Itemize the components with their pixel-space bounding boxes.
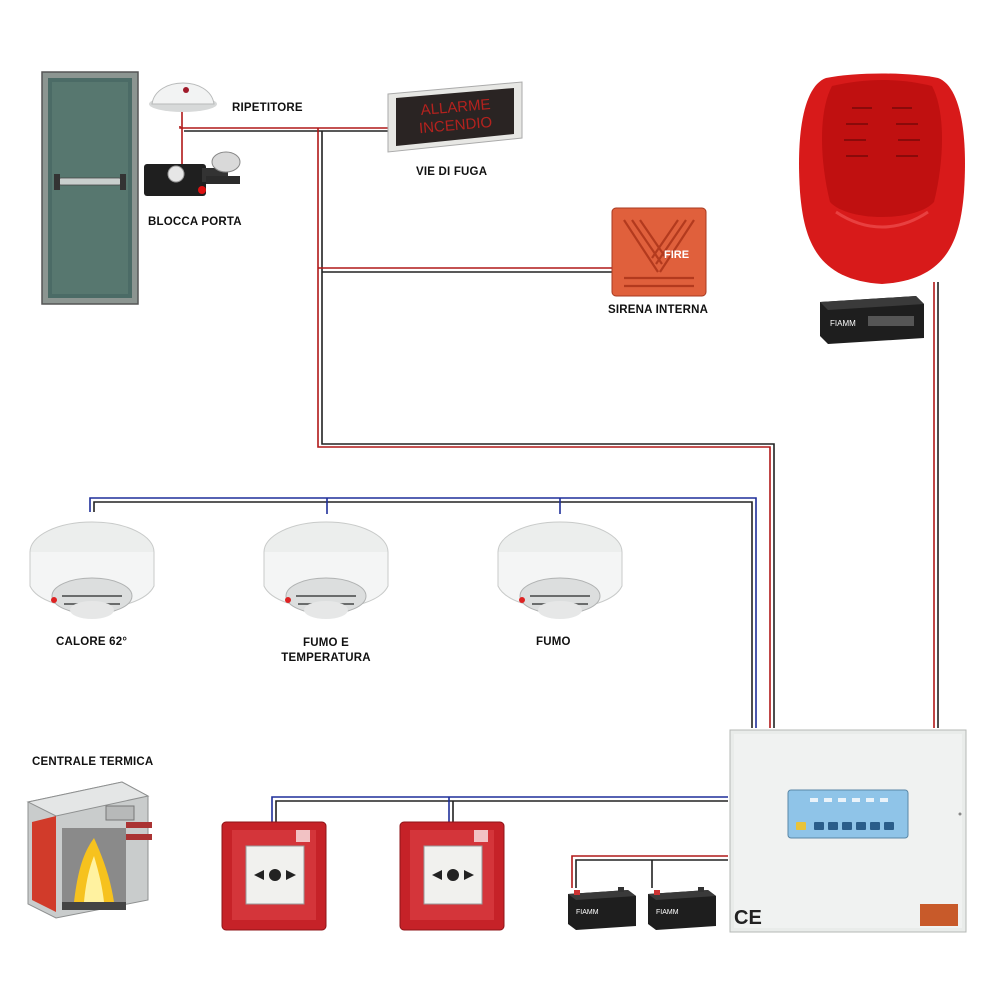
ce-mark: CE [734,907,762,929]
wire-battery-black [575,859,728,888]
internal-siren: FIRE [610,206,708,298]
alarm-output-wires [179,110,775,728]
wire-detector-loop-blue [89,497,757,728]
manual-call-point-1 [220,820,328,932]
repeater-label: RIPETITORE [232,102,303,114]
fire-symbol-icon [474,830,488,842]
battery-1-brand: FIAMM [576,909,599,916]
fire-exit-door [40,70,140,306]
call-point-wires [271,796,728,822]
exit-sign-line1: ALLARME [420,96,491,119]
boiler-room-label: CENTRALE TERMICA [32,756,154,768]
heat-detector [24,512,160,628]
door-holder-magnet [140,150,250,200]
smoke-detector-label: FUMO [536,636,571,648]
manufacturer-logo [920,904,958,926]
wire-trunk-black [321,131,775,728]
wire-callpoint-blue [271,796,728,822]
backup-battery-1: FIAMM [566,884,638,932]
wire-battery-red [571,855,728,888]
smoke-detector [492,512,628,628]
escape-route-sign: ALLARME INCENDIO [384,78,526,156]
detector-loop-wires [89,497,757,728]
internal-siren-label: SIRENA INTERNA [608,304,709,316]
fire-symbol-icon [296,830,310,842]
smoke-heat-label-text: FUMO E TEMPERATURA [281,637,371,664]
boiler-unit [22,772,154,922]
wire-detector-loop-black [93,501,753,728]
wire-callpoint-black [275,800,728,822]
external-siren-wires [933,282,939,728]
battery-wires [571,855,728,888]
external-battery-brand: FIAMM [830,319,856,328]
exit-sign-line2: INCENDIO [418,114,493,137]
siren-fire-text: FIRE [664,249,689,261]
escape-routes-label: VIE DI FUGA [416,166,488,178]
door-holder-label: BLOCCA PORTA [148,216,242,228]
battery-2-brand: FIAMM [656,909,679,916]
wire-exit-sign-red [179,126,388,129]
external-siren-battery: FIAMM [816,288,928,346]
smoke-heat-detector-label: FUMO E TEMPERATURA [262,636,390,666]
fire-alarm-control-panel: CE [728,728,968,934]
external-siren [796,72,968,286]
manual-call-point-2 [398,820,506,932]
panel-display [787,789,909,839]
panic-bar-icon [57,177,123,186]
heat-detector-label: CALORE 62° [56,636,128,648]
wire-trunk-red [317,128,771,728]
backup-battery-2: FIAMM [646,884,718,932]
smoke-heat-detector [258,512,394,628]
repeater-device [146,70,220,114]
